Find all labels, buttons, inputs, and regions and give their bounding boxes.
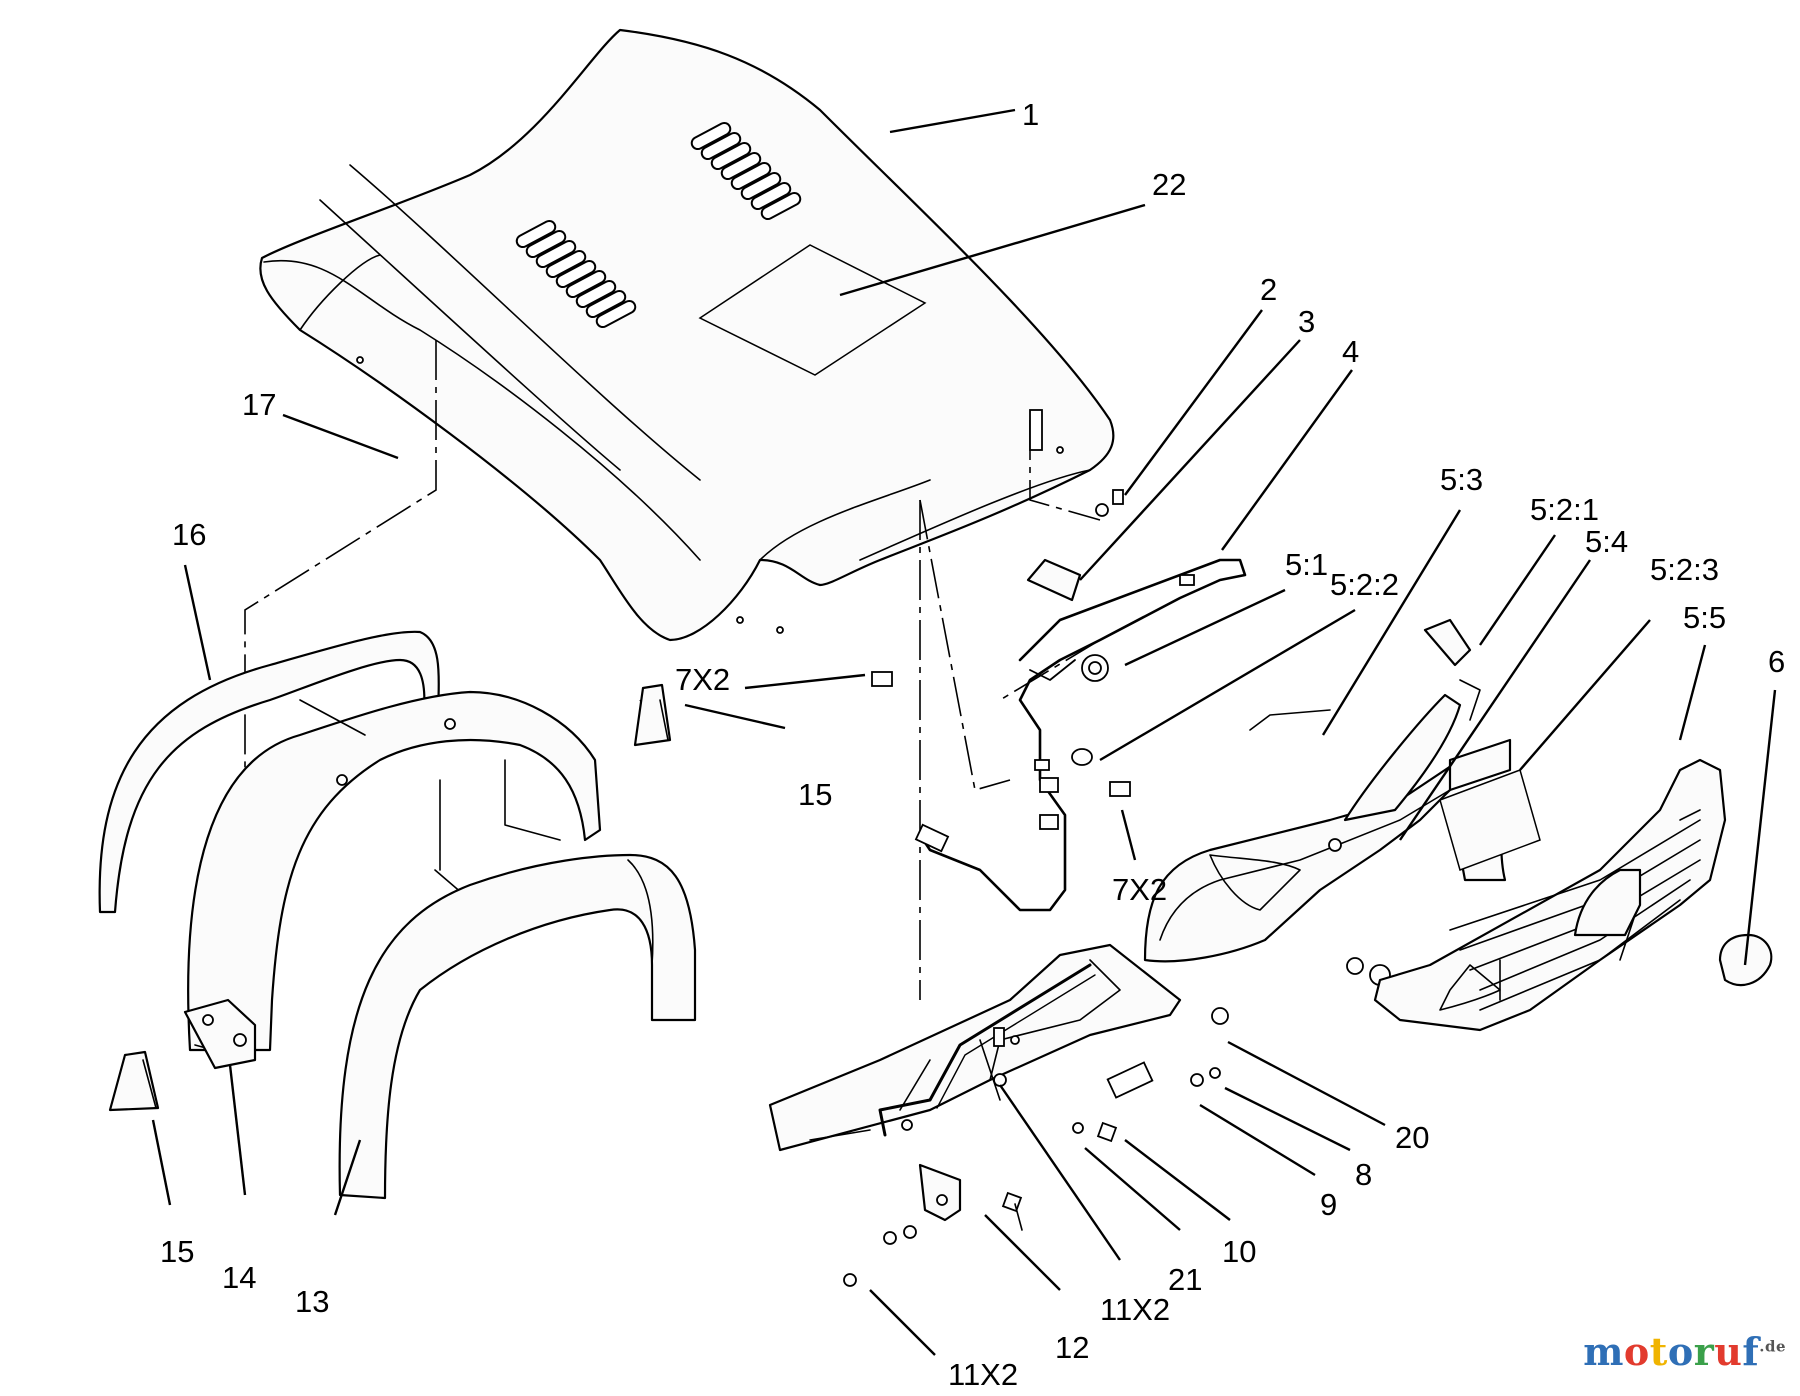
logo-letter-f: f (1742, 1329, 1760, 1374)
hood-vents-upper (690, 121, 802, 221)
bracket-12 (918, 1163, 962, 1222)
wedge-15-lower (108, 1050, 160, 1112)
callout-17: 17 (242, 387, 276, 422)
logo-letter-t: t (1649, 1329, 1668, 1374)
hood (259, 28, 1115, 642)
callout-labels: 1 22 2 3 4 17 16 5:3 5:2:1 5:1 5:2:2 5:4… (160, 97, 1785, 1392)
callout-9: 9 (1320, 1187, 1337, 1222)
callout-20: 20 (1395, 1120, 1429, 1155)
wedge-15-upper (633, 683, 672, 747)
callout-1: 1 (1022, 97, 1039, 132)
leader-lines (151, 108, 1777, 1356)
callout-12: 12 (1055, 1330, 1089, 1365)
callout-10: 10 (1222, 1234, 1256, 1269)
callout-16: 16 (172, 517, 206, 552)
callout-5-1: 5:1 (1285, 547, 1328, 582)
callout-7x2-lower: 7X2 (1112, 872, 1167, 907)
hood-vents-lower (515, 219, 637, 329)
hardware (843, 489, 1229, 1287)
callout-5-2-2: 5:2:2 (1330, 567, 1399, 602)
callout-5-2-3: 5:2:3 (1650, 552, 1719, 587)
grille-5-5 (1373, 758, 1727, 1032)
callout-22: 22 (1152, 167, 1186, 202)
callout-15-lower: 15 (160, 1234, 194, 1269)
logo-tld: .de (1759, 1337, 1786, 1356)
callout-5-4: 5:4 (1585, 524, 1628, 559)
support-rod (878, 963, 1096, 1137)
logo-letter-r: r (1693, 1329, 1715, 1374)
callout-5-3: 5:3 (1440, 462, 1483, 497)
headlight-socket (1071, 654, 1109, 766)
fender-13 (338, 853, 697, 1200)
callout-14: 14 (222, 1260, 256, 1295)
wiring-harness (914, 558, 1247, 912)
logo-letter-m: m (1583, 1329, 1624, 1374)
logo-letter-o2: o (1667, 1329, 1694, 1374)
logo-letter-u: u (1714, 1329, 1743, 1374)
callout-15-upper: 15 (798, 777, 832, 812)
callout-3: 3 (1298, 304, 1315, 339)
callout-6: 6 (1768, 644, 1785, 679)
connectors-7x2 (871, 671, 1131, 797)
headlight-housing (1143, 618, 1481, 986)
fender-bracket-14 (183, 998, 257, 1070)
callout-5-2-1: 5:2:1 (1530, 492, 1599, 527)
callout-11x2-lower: 11X2 (948, 1357, 1018, 1392)
hood-latch (1026, 409, 1109, 602)
callout-5-5: 5:5 (1683, 600, 1726, 635)
callout-21: 21 (1168, 1262, 1202, 1297)
callout-13: 13 (295, 1284, 329, 1319)
logo-letter-o1: o (1623, 1329, 1650, 1374)
hood-decal (698, 244, 927, 376)
callout-8: 8 (1355, 1157, 1372, 1192)
lower-mount-bracket (768, 943, 1182, 1152)
decal-5-2-3 (1439, 769, 1541, 871)
callout-11x2-upper: 11X2 (1100, 1292, 1170, 1327)
motoruf-logo: motoruf.de (1583, 1329, 1786, 1374)
callout-4: 4 (1342, 334, 1359, 369)
callout-7x2-upper: 7X2 (675, 662, 730, 697)
callout-2: 2 (1260, 272, 1277, 307)
